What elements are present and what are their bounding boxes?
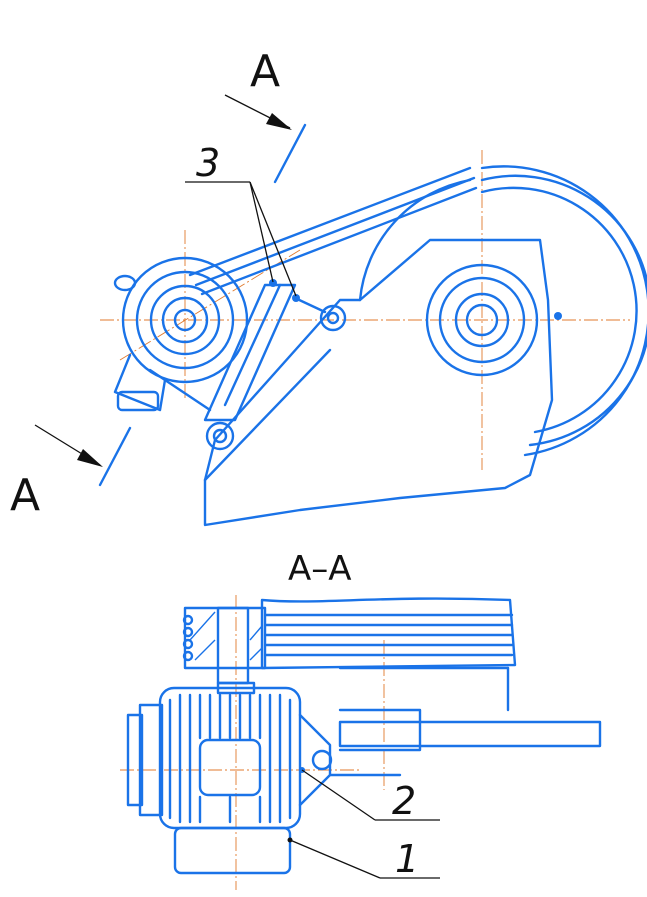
section-marker-bottom: A xyxy=(10,424,132,521)
callout-3: 3 xyxy=(185,141,297,297)
front-view: A A 3 xyxy=(10,46,647,527)
callout-1: 1 xyxy=(287,837,440,881)
section-view: 2 1 xyxy=(120,595,602,890)
mounting-bracket xyxy=(298,708,602,807)
callout-3-label: 3 xyxy=(196,141,220,185)
motor-body xyxy=(126,681,302,875)
pulley-section xyxy=(182,606,267,685)
callout-2: 2 xyxy=(301,769,440,823)
cooling-fins xyxy=(168,693,292,824)
tensioner-bracket xyxy=(203,279,347,451)
front-view-centerlines xyxy=(100,150,630,470)
machine-housing xyxy=(203,238,554,527)
v-belt xyxy=(188,166,478,296)
motor-pulley xyxy=(113,256,249,412)
large-pulley xyxy=(358,165,647,457)
section-label-bottom: A xyxy=(10,470,40,521)
callout-2-label: 2 xyxy=(392,779,416,823)
section-label-top: A xyxy=(250,46,280,97)
callout-1-label: 1 xyxy=(395,837,419,881)
section-marker-top: A xyxy=(224,46,307,184)
section-view-title: A–A xyxy=(288,549,352,589)
belt-pack xyxy=(260,597,517,712)
